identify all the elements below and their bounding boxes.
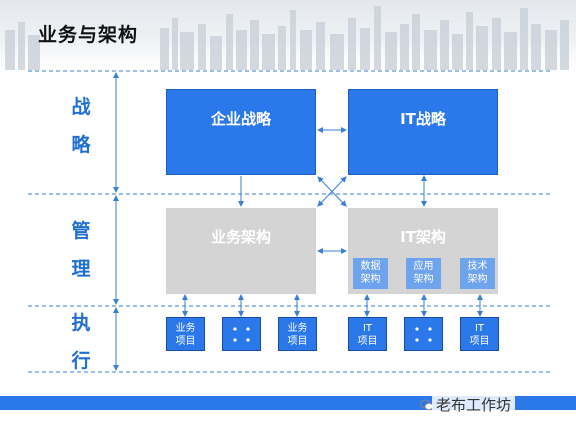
label-management-char-2: 理 <box>66 250 96 288</box>
enterprise-strategy-label: 企业战略 <box>211 108 271 129</box>
it-project-box-3: IT 项目 <box>460 317 499 351</box>
technology-architecture-box: 技术 架构 <box>460 258 495 289</box>
label-strategy: 战 略 <box>66 88 96 164</box>
enterprise-strategy-box: 企业战略 <box>166 89 316 175</box>
business-project-1-line-2: 项目 <box>167 335 204 348</box>
it-project-3-line-2: 项目 <box>461 335 498 348</box>
it-project-1-line-2: 项目 <box>349 335 386 348</box>
it-project-placeholder-box <box>404 317 443 351</box>
technology-architecture-line-1: 技术 <box>460 260 495 273</box>
it-project-1-line-1: IT <box>349 322 386 335</box>
business-project-placeholder-box <box>222 317 261 351</box>
data-architecture-line-2: 架构 <box>353 273 388 286</box>
business-architecture-label: 业务架构 <box>211 226 271 247</box>
label-execution: 执 行 <box>66 304 96 380</box>
label-management: 管 理 <box>66 212 96 288</box>
it-strategy-box: IT战略 <box>348 89 498 175</box>
ellipsis-dots-icon <box>405 318 442 350</box>
data-architecture-box: 数据 架构 <box>353 258 388 289</box>
ellipsis-dots-icon <box>223 318 260 350</box>
business-architecture-box: 业务架构 <box>166 208 316 294</box>
label-execution-char-1: 执 <box>66 304 96 342</box>
application-architecture-line-2: 架构 <box>406 273 441 286</box>
business-project-3-line-2: 项目 <box>279 335 316 348</box>
it-project-box-1: IT 项目 <box>348 317 387 351</box>
technology-architecture-line-2: 架构 <box>460 273 495 286</box>
it-strategy-label: IT战略 <box>400 108 446 129</box>
business-project-box-1: 业务 项目 <box>166 317 205 351</box>
it-architecture-label: IT架构 <box>400 226 446 247</box>
business-project-box-3: 业务 项目 <box>278 317 317 351</box>
application-architecture-box: 应用 架构 <box>406 258 441 289</box>
label-strategy-char-2: 略 <box>66 126 96 164</box>
label-management-char-1: 管 <box>66 212 96 250</box>
watermark-text: 老布工作坊 <box>432 394 515 415</box>
label-strategy-char-1: 战 <box>66 88 96 126</box>
application-architecture-line-1: 应用 <box>406 260 441 273</box>
it-project-3-line-1: IT <box>461 322 498 335</box>
data-architecture-line-1: 数据 <box>353 260 388 273</box>
label-execution-char-2: 行 <box>66 342 96 380</box>
business-project-3-line-1: 业务 <box>279 322 316 335</box>
business-project-1-line-1: 业务 <box>167 322 204 335</box>
